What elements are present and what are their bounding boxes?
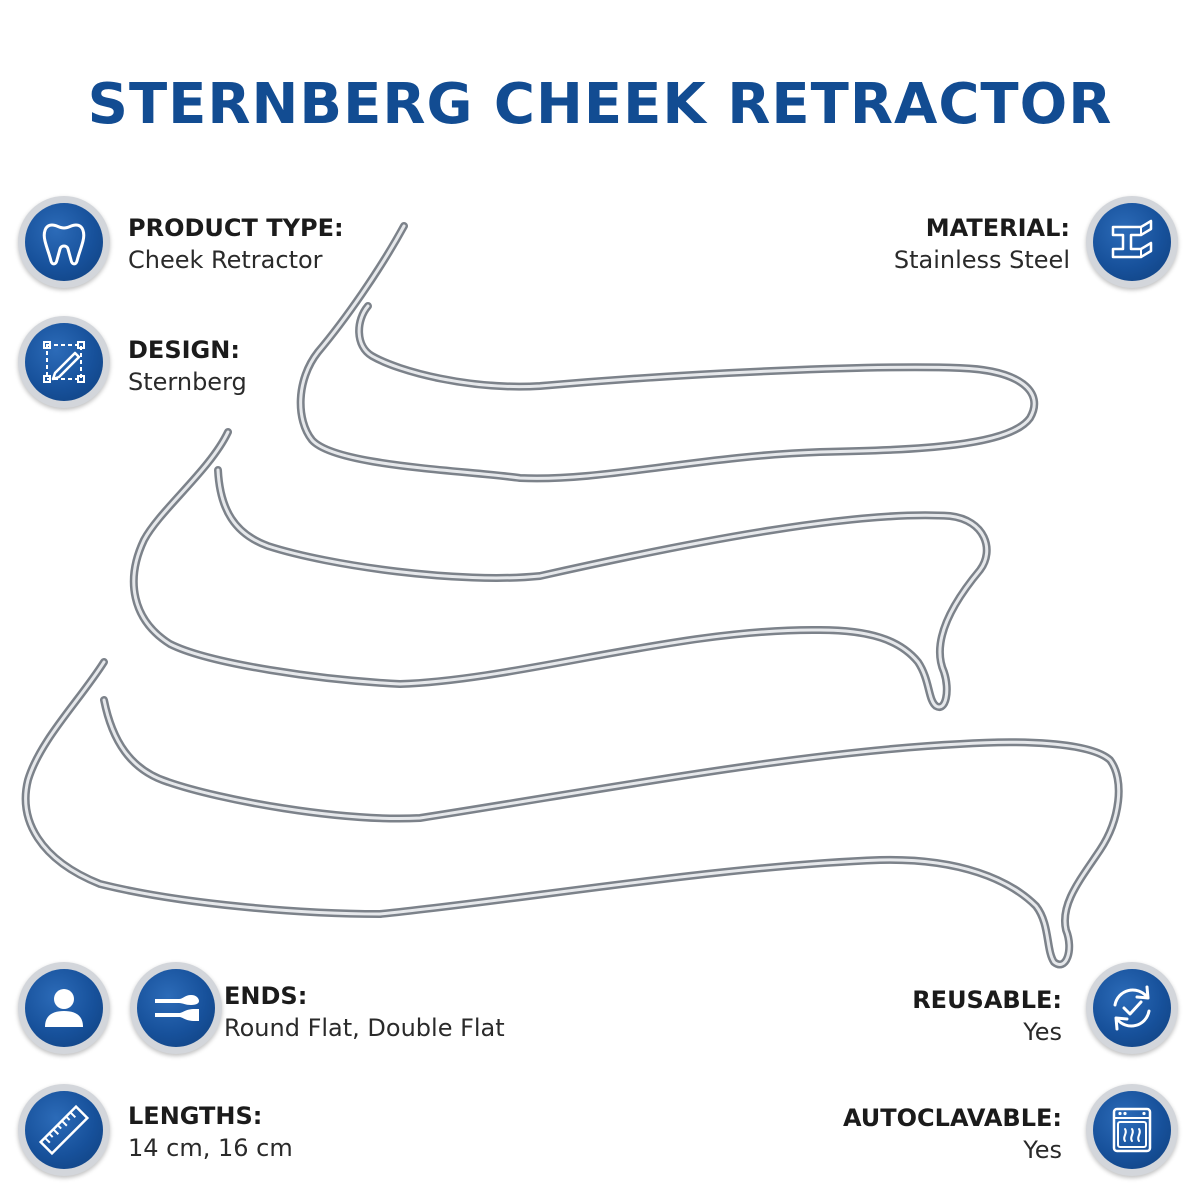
retractor-top (296, 222, 1039, 483)
feature-product-type: PRODUCT TYPE: Cheek Retractor (128, 212, 344, 276)
page-title: STERNBERG CHEEK RETRACTOR (87, 72, 1113, 137)
feature-reusable: REUSABLE: Yes (912, 984, 1062, 1048)
reusable-label: REUSABLE: (912, 986, 1062, 1014)
lengths-label: LENGTHS: (128, 1102, 263, 1130)
steel-beam-icon (1111, 219, 1153, 259)
feature-design: DESIGN: Sternberg (128, 334, 247, 398)
autoclavable-badge (1086, 1084, 1178, 1176)
material-badge (1086, 196, 1178, 288)
product-type-value: Cheek Retractor (128, 246, 323, 274)
instrument-ends-icon (155, 995, 199, 1021)
design-badge (18, 316, 110, 408)
design-label: DESIGN: (128, 336, 240, 364)
autoclave-icon (1112, 1107, 1152, 1153)
product-type-label: PRODUCT TYPE: (128, 214, 344, 242)
ends-value: Round Flat, Double Flat (224, 1014, 505, 1042)
reusable-value: Yes (1023, 1018, 1062, 1046)
tooth-icon (42, 223, 86, 266)
feature-material: MATERIAL: Stainless Steel (894, 212, 1070, 276)
material-label: MATERIAL: (925, 214, 1070, 242)
material-value: Stainless Steel (893, 246, 1070, 274)
lengths-value: 14 cm, 16 cm (128, 1134, 293, 1162)
pen-design-icon (43, 341, 85, 383)
retractor-middle (129, 428, 991, 711)
autoclavable-label: AUTOCLAVABLE: (842, 1104, 1062, 1132)
person-icon (45, 989, 83, 1027)
reuse-check-icon (1113, 985, 1151, 1031)
ends-label: ENDS: (224, 982, 308, 1010)
autoclavable-value: Yes (1023, 1136, 1062, 1164)
feature-ends: ENDS: Round Flat, Double Flat (224, 980, 505, 1044)
reusable-badge (1086, 962, 1178, 1054)
feature-lengths: LENGTHS: 14 cm, 16 cm (128, 1100, 293, 1164)
feature-autoclavable: AUTOCLAVABLE: Yes (843, 1102, 1062, 1166)
design-value: Sternberg (128, 368, 247, 396)
retractor-bottom (21, 658, 1123, 969)
ends-badge-1 (18, 962, 110, 1054)
lengths-badge (18, 1084, 110, 1176)
ruler-icon (38, 1104, 90, 1156)
ends-badge-2 (130, 962, 222, 1054)
product-type-badge (18, 196, 110, 288)
